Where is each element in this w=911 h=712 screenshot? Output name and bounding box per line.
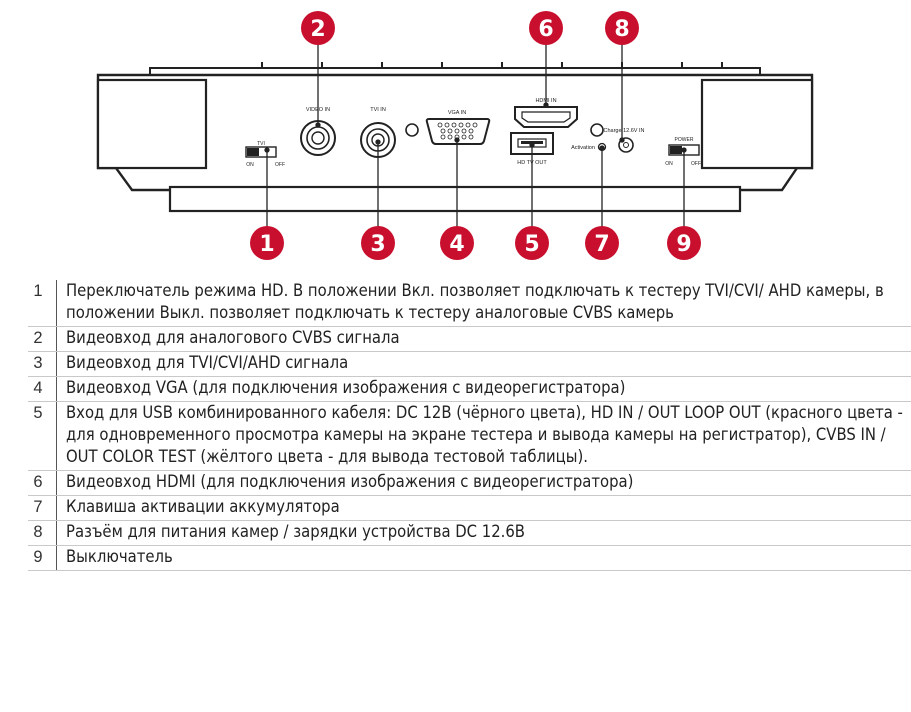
legend-number: 4 bbox=[33, 379, 43, 397]
legend-description: Разъём для питания камер / зарядки устро… bbox=[56, 521, 911, 545]
legend-row: 5 Вход для USB комбинированного кабеля: D… bbox=[28, 402, 911, 471]
tvi-in-label: TVI IN bbox=[370, 107, 386, 113]
top-ridges bbox=[261, 62, 723, 68]
legend-number: 3 bbox=[33, 354, 43, 372]
legend-row: 3 Видеовход для TVI/CVI/AHD сигнала bbox=[28, 352, 911, 377]
tvi-switch-off-label: OFF bbox=[275, 162, 285, 168]
legend-description: Выключатель bbox=[56, 546, 911, 570]
power-switch-off-label: OFF bbox=[691, 161, 701, 167]
legend-row: 6 Видеовход HDMI (для подключения изображ… bbox=[28, 471, 911, 496]
callout-leaders bbox=[264, 44, 687, 228]
legend-table: 1 Переключатель режима HD. В положении Вк… bbox=[28, 280, 911, 571]
legend-row: 9 Выключатель bbox=[28, 546, 911, 571]
callout-badge-8: 8 bbox=[605, 11, 639, 45]
legend-number: 6 bbox=[33, 473, 43, 491]
left-cap bbox=[96, 78, 208, 170]
svg-text:4: 4 bbox=[449, 232, 464, 257]
legend-description: Видеовход VGA (для подключения изображен… bbox=[56, 377, 911, 401]
power-switch-knob bbox=[670, 146, 682, 154]
top-rail bbox=[149, 67, 761, 75]
legend-row: 2 Видеовход для аналогового CVBS сигнала bbox=[28, 327, 911, 352]
svg-text:5: 5 bbox=[524, 232, 539, 257]
callout-badge-6: 6 bbox=[529, 11, 563, 45]
legend-number: 7 bbox=[33, 498, 43, 516]
svg-text:2: 2 bbox=[310, 17, 325, 42]
power-switch-on-label: ON bbox=[665, 161, 673, 167]
screw-right bbox=[590, 123, 604, 137]
legend-number: 1 bbox=[33, 282, 43, 300]
callout-badge-5: 5 bbox=[515, 226, 549, 260]
charge-in-port[interactable] bbox=[618, 137, 634, 153]
svg-text:3: 3 bbox=[370, 232, 385, 257]
callout-badge-9: 9 bbox=[667, 226, 701, 260]
svg-text:6: 6 bbox=[538, 17, 553, 42]
legend-description: Видеовход для аналогового CVBS сигнала bbox=[56, 327, 911, 351]
tvi-switch-title: TVI bbox=[257, 141, 265, 147]
screw-left bbox=[405, 123, 419, 137]
legend-number: 2 bbox=[33, 329, 43, 347]
legend-row: 1 Переключатель режима HD. В положении Вк… bbox=[28, 280, 911, 327]
video-in-port[interactable] bbox=[300, 120, 336, 156]
legend-description: Видеовход для TVI/CVI/AHD сигнала bbox=[56, 352, 911, 376]
legend-description: Вход для USB комбинированного кабеля: DC… bbox=[56, 402, 911, 470]
legend-description: Переключатель режима HD. В положении Вкл… bbox=[56, 280, 911, 326]
tvi-switch[interactable] bbox=[245, 146, 277, 158]
svg-text:8: 8 bbox=[614, 17, 629, 42]
callout-badge-1: 1 bbox=[250, 226, 284, 260]
right-cap bbox=[700, 78, 814, 170]
legend-number: 8 bbox=[33, 523, 43, 541]
legend-row: 8 Разъём для питания камер / зарядки устр… bbox=[28, 521, 911, 546]
svg-text:1: 1 bbox=[259, 232, 274, 257]
device-rear-panel-illustration: TVI ON OFF VIDEO IN TVI IN VGA IN HDMI I… bbox=[96, 11, 814, 260]
charge-in-label: Charge 12.6V IN bbox=[604, 128, 645, 134]
callout-badge-7: 7 bbox=[585, 226, 619, 260]
power-switch-title: POWER bbox=[675, 137, 694, 143]
tvi-switch-knob bbox=[247, 148, 259, 156]
legend-row: 4 Видеовход VGA (для подключения изображе… bbox=[28, 377, 911, 402]
callout-badge-4: 4 bbox=[440, 226, 474, 260]
vga-in-label: VGA IN bbox=[448, 110, 466, 116]
legend-description: Видеовход HDMI (для подключения изображе… bbox=[56, 471, 911, 495]
hdmi-in-port[interactable] bbox=[514, 106, 578, 128]
legend-row: 7 Клавиша активации аккумулятора bbox=[28, 496, 911, 521]
legend-number: 9 bbox=[33, 548, 43, 566]
callout-badge-3: 3 bbox=[361, 226, 395, 260]
legend-number: 5 bbox=[33, 404, 43, 422]
activation-label: Activation bbox=[571, 145, 595, 151]
base-plate bbox=[168, 185, 742, 213]
svg-text:7: 7 bbox=[594, 232, 609, 257]
callout-badge-2: 2 bbox=[301, 11, 335, 45]
vga-in-port[interactable] bbox=[425, 118, 491, 145]
svg-text:9: 9 bbox=[676, 232, 691, 257]
tvi-switch-on-label: ON bbox=[246, 162, 254, 168]
legend-description: Клавиша активации аккумулятора bbox=[56, 496, 911, 520]
